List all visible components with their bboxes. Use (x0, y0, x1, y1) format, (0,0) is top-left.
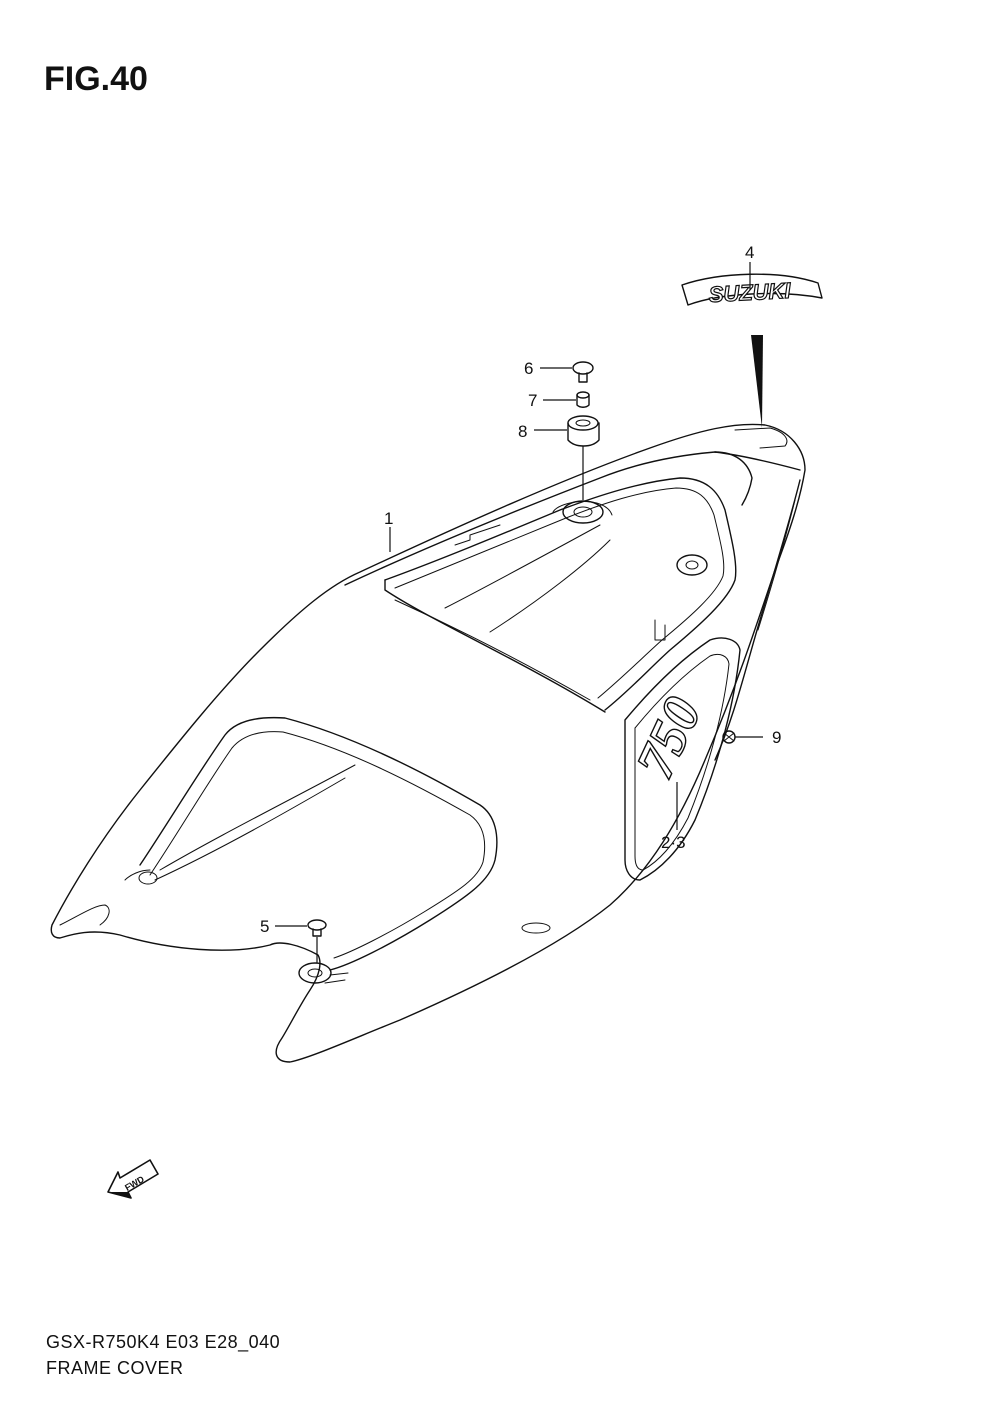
grommet-part-8 (567, 415, 600, 447)
callout-2-3: 2·3 (661, 833, 686, 852)
callout-4: 4 (745, 243, 754, 262)
screw-part-5 (307, 919, 327, 937)
callout-6: 6 (524, 359, 533, 378)
frame-cover-part (50, 423, 806, 1063)
callout-5: 5 (260, 917, 269, 936)
diagram-name: FRAME COVER (46, 1358, 184, 1378)
suzuki-emblem: SUZUKI (681, 273, 823, 308)
emblem-pointer (751, 335, 763, 428)
leader-lines (275, 262, 763, 963)
figure-title: FIG.40 (44, 60, 148, 98)
fwd-arrow-icon: FWD (107, 1159, 159, 1199)
collar-part-7 (576, 391, 590, 408)
callout-1: 1 (384, 509, 393, 528)
model-code: GSX-R750K4 E03 E28_040 (46, 1332, 281, 1352)
callout-8: 8 (518, 422, 527, 441)
callout-9: 9 (772, 728, 781, 747)
lower-vent-slot (521, 922, 551, 934)
screw-part-6 (572, 361, 594, 383)
rear-mount-boss (298, 962, 349, 984)
callout-7: 7 (528, 391, 537, 410)
suzuki-emblem-text: SUZUKI (708, 278, 792, 307)
